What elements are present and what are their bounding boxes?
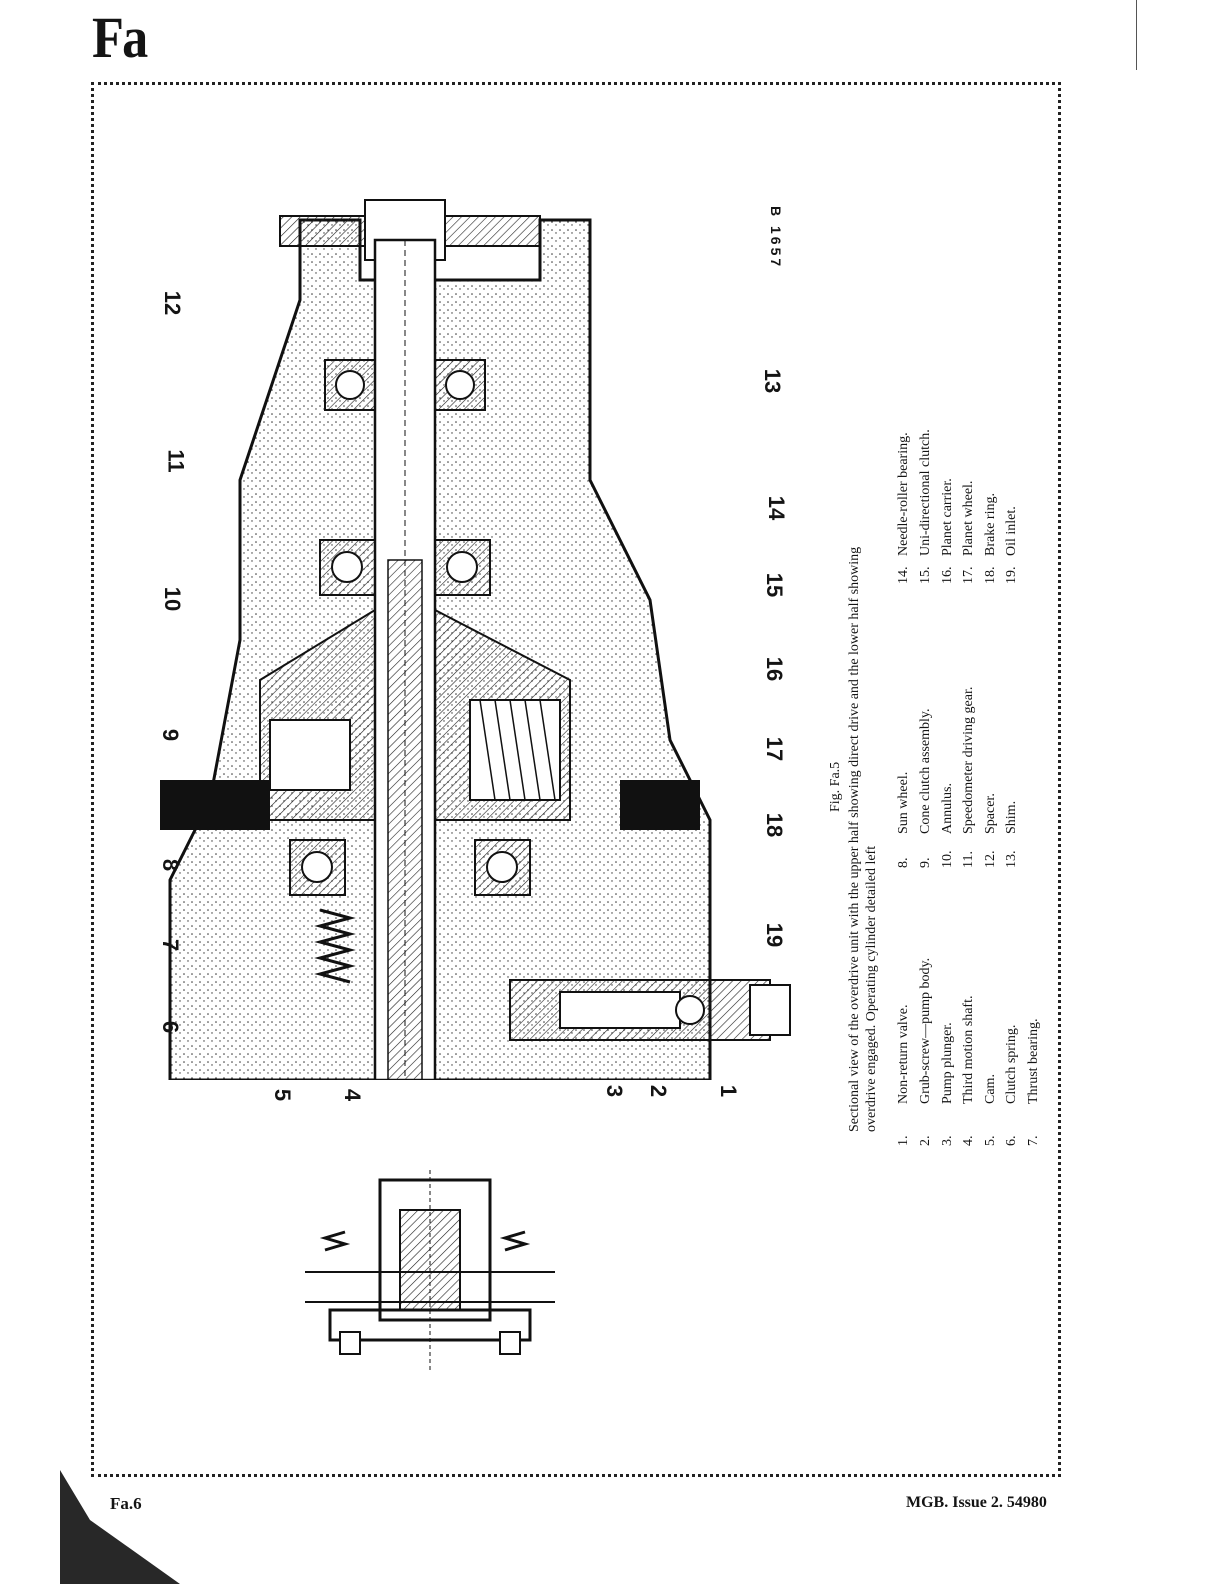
legend-text: Shim.	[1004, 800, 1019, 834]
legend-text: Planet wheel.	[961, 480, 976, 556]
callout-9: 9	[158, 728, 184, 742]
callout-6: 6	[158, 1020, 184, 1034]
legend-num: 16.	[940, 566, 955, 585]
legend-num: 3.	[940, 1135, 955, 1147]
brake-ring	[160, 780, 700, 830]
legend-num: 4.	[961, 1135, 976, 1147]
legend-num: 2.	[918, 1135, 933, 1147]
pump-assembly	[509, 979, 791, 1041]
callout-1: 1	[716, 1084, 742, 1098]
callout-13: 13	[760, 368, 786, 394]
callout-7: 7	[158, 938, 184, 952]
legend-num: 9.	[918, 857, 933, 869]
figure-reference: B 1657	[768, 206, 784, 270]
legend-text: Pump plunger.	[940, 1022, 955, 1104]
legend-text: Needle-roller bearing.	[896, 432, 911, 556]
callout-2: 2	[646, 1084, 672, 1098]
legend-text: Spacer.	[983, 793, 998, 834]
legend-num: 10.	[940, 850, 955, 869]
legend-text: Clutch spring.	[1004, 1024, 1019, 1104]
callout-16: 16	[762, 656, 788, 682]
callout-10: 10	[160, 586, 186, 612]
callout-17: 17	[762, 736, 788, 762]
legend-text: Brake ring.	[983, 493, 998, 556]
legend-text: Annulus.	[940, 783, 955, 834]
caption-line-2: overdrive engaged. Operating cylinder de…	[864, 845, 879, 1132]
callout-18: 18	[762, 812, 788, 838]
section-heading: Fa	[92, 5, 148, 70]
legend-num: 19.	[1004, 566, 1019, 585]
legend-text: Cone clutch assembly.	[918, 708, 933, 834]
legend-text: Planet carrier.	[940, 478, 955, 556]
legend-num: 8.	[896, 857, 911, 869]
callout-14: 14	[764, 495, 790, 521]
callout-11: 11	[163, 449, 189, 473]
scan-shadow	[60, 1470, 180, 1584]
central-shaft	[373, 238, 437, 1080]
callout-19: 19	[762, 922, 788, 948]
legend-text: Oil inlet.	[1004, 506, 1019, 556]
caption-line-1: Sectional view of the overdrive unit wit…	[847, 546, 862, 1132]
legend-num: 13.	[1004, 850, 1019, 869]
legend-text: Third motion shaft.	[961, 995, 976, 1105]
legend-num: 12.	[983, 850, 998, 869]
legend-num: 5.	[983, 1135, 998, 1147]
legend-text: Thrust bearing.	[1026, 1018, 1041, 1104]
callout-5: 5	[270, 1088, 296, 1102]
legend-num: 7.	[1026, 1135, 1041, 1147]
legend-text: Speedometer driving gear.	[961, 686, 976, 834]
callout-12: 12	[160, 290, 186, 316]
legend-text: Cam.	[983, 1074, 998, 1104]
legend-text: Uni-directional clutch.	[918, 429, 933, 556]
legend-text: Grub-screw—pump body.	[918, 957, 933, 1104]
callout-3: 3	[602, 1084, 628, 1098]
legend-text: Non-return valve.	[896, 1004, 911, 1104]
legend-num: 11.	[961, 851, 976, 868]
legend-num: 15.	[918, 566, 933, 585]
clutch-spring	[314, 908, 356, 984]
callout-15: 15	[762, 572, 788, 598]
planet-gear-assembly	[259, 608, 571, 821]
legend-num: 18.	[983, 566, 998, 585]
overdrive-sectional-drawing	[160, 199, 791, 1080]
figure-frame	[91, 82, 1061, 1477]
page-number: Fa.6	[110, 1494, 142, 1513]
legend-num: 1.	[896, 1135, 911, 1147]
operating-cylinder-detail	[305, 1170, 555, 1370]
callout-4: 4	[340, 1088, 366, 1102]
legend-text: Sun wheel.	[896, 771, 911, 834]
legend-num: 6.	[1004, 1135, 1019, 1147]
legend-num: 17.	[961, 566, 976, 585]
bearings	[289, 359, 531, 896]
publication-info: MGB. Issue 2. 54980	[906, 1494, 1047, 1511]
page-edge-line	[1136, 0, 1137, 70]
legend-num: 14.	[896, 566, 911, 585]
figure-number: Fig. Fa.5	[828, 761, 843, 812]
callout-8: 8	[158, 858, 184, 872]
